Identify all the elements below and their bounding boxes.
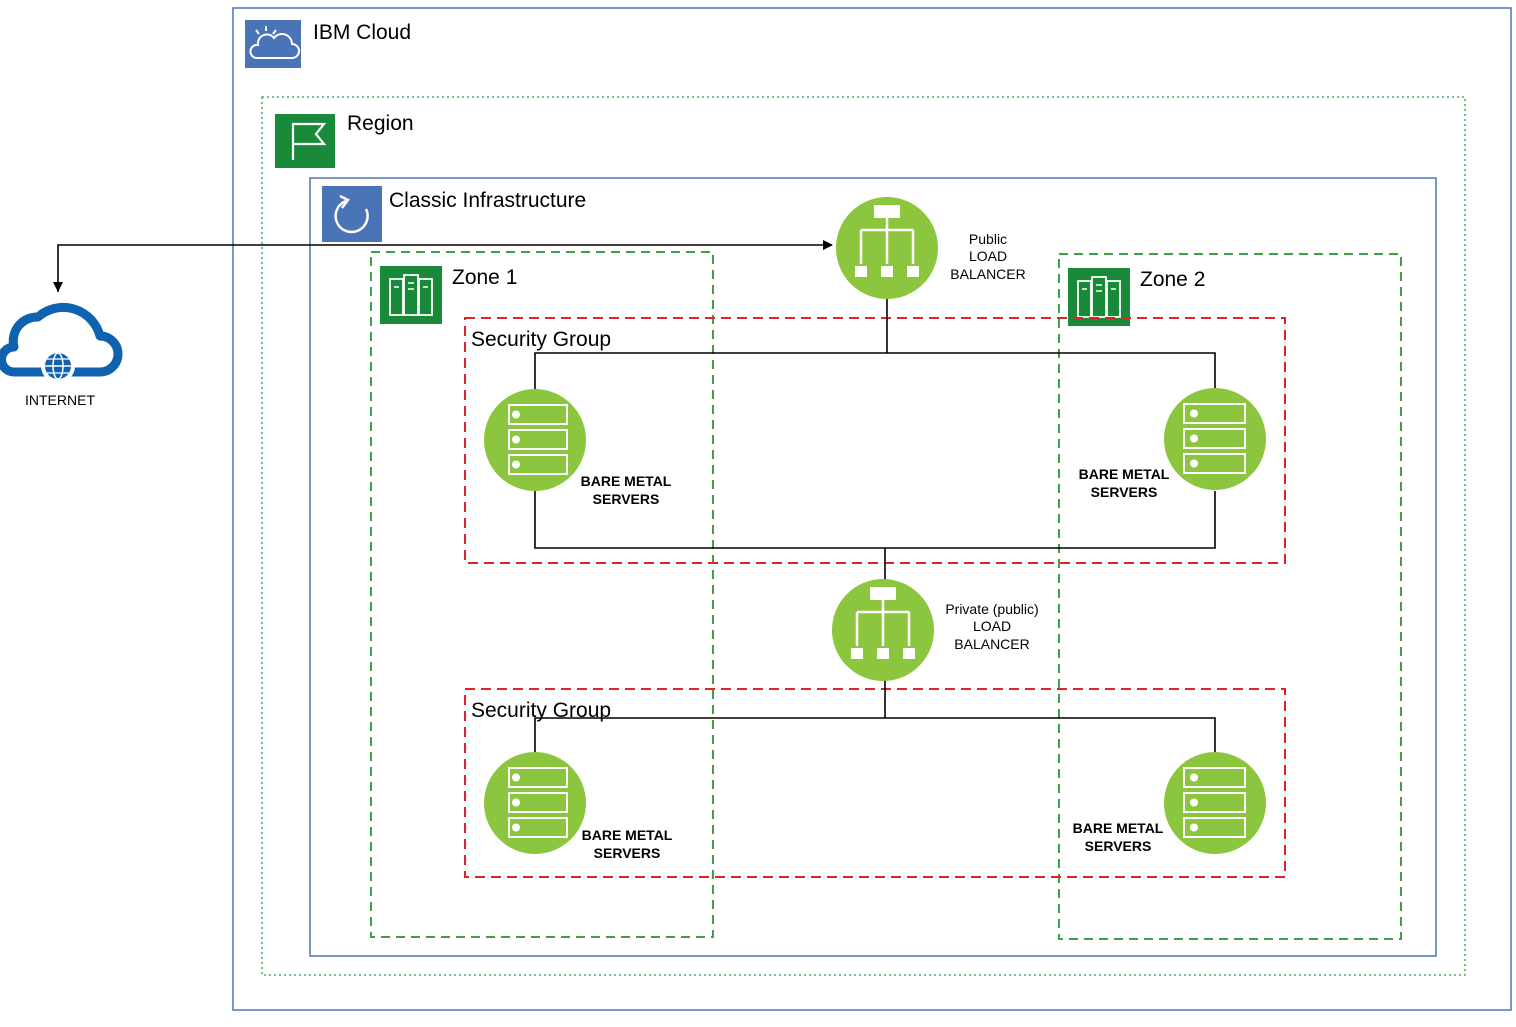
region-boundary — [261, 96, 1466, 976]
security-group-bottom-label: Security Group — [471, 699, 611, 722]
bare-metal-server-icon — [484, 389, 586, 491]
private-lb-line2: LOAD — [973, 618, 1011, 634]
ibm-cloud-boundary — [232, 7, 1512, 1011]
ibm-cloud-icon — [245, 20, 301, 68]
security-group-bottom — [464, 688, 1286, 878]
bare-metal-server-icon — [484, 752, 586, 854]
ibm-cloud-label: IBM Cloud — [313, 21, 411, 44]
region-label: Region — [347, 112, 414, 135]
server-3-line1: BARE METAL — [582, 827, 673, 843]
internet-to-public-lb-connector — [57, 240, 833, 292]
server-3-line2: SERVERS — [594, 845, 661, 861]
classic-infrastructure-label: Classic Infrastructure — [389, 189, 586, 212]
public-lb-line2: LOAD — [969, 248, 1007, 264]
server-2-line2: SERVERS — [1091, 484, 1158, 500]
security-group-top-label: Security Group — [471, 328, 611, 351]
bare-metal-server-icon — [1164, 752, 1266, 854]
security-group-top — [464, 317, 1286, 564]
flag-icon — [275, 114, 335, 168]
classic-infrastructure-boundary — [309, 177, 1437, 957]
private-lb-line1: Private (public) — [945, 601, 1038, 617]
zone-1-boundary — [370, 251, 714, 938]
public-lb-line1: Public — [969, 231, 1007, 247]
datacenter-icon — [1068, 268, 1130, 326]
zone-2-boundary — [1058, 253, 1402, 940]
server-2-line1: BARE METAL — [1079, 466, 1170, 482]
private-lb-line3: BALANCER — [954, 636, 1029, 652]
connection-lines — [57, 240, 1216, 752]
internet-label: INTERNET — [25, 392, 95, 408]
server-4-line2: SERVERS — [1085, 838, 1152, 854]
server-1-line2: SERVERS — [593, 491, 660, 507]
bare-metal-server-icon — [1164, 388, 1266, 490]
internet-cloud-icon — [0, 302, 123, 383]
server-1-line1: BARE METAL — [581, 473, 672, 489]
load-balancer-icon — [836, 197, 938, 299]
load-balancer-icon — [832, 579, 934, 681]
public-lb-line3: BALANCER — [950, 266, 1025, 282]
datacenter-icon — [380, 266, 442, 324]
zone-1-label: Zone 1 — [452, 266, 517, 289]
refresh-icon — [322, 186, 382, 242]
internet-arrowhead — [53, 282, 63, 292]
zone-2-label: Zone 2 — [1140, 268, 1205, 291]
server-4-line1: BARE METAL — [1073, 820, 1164, 836]
